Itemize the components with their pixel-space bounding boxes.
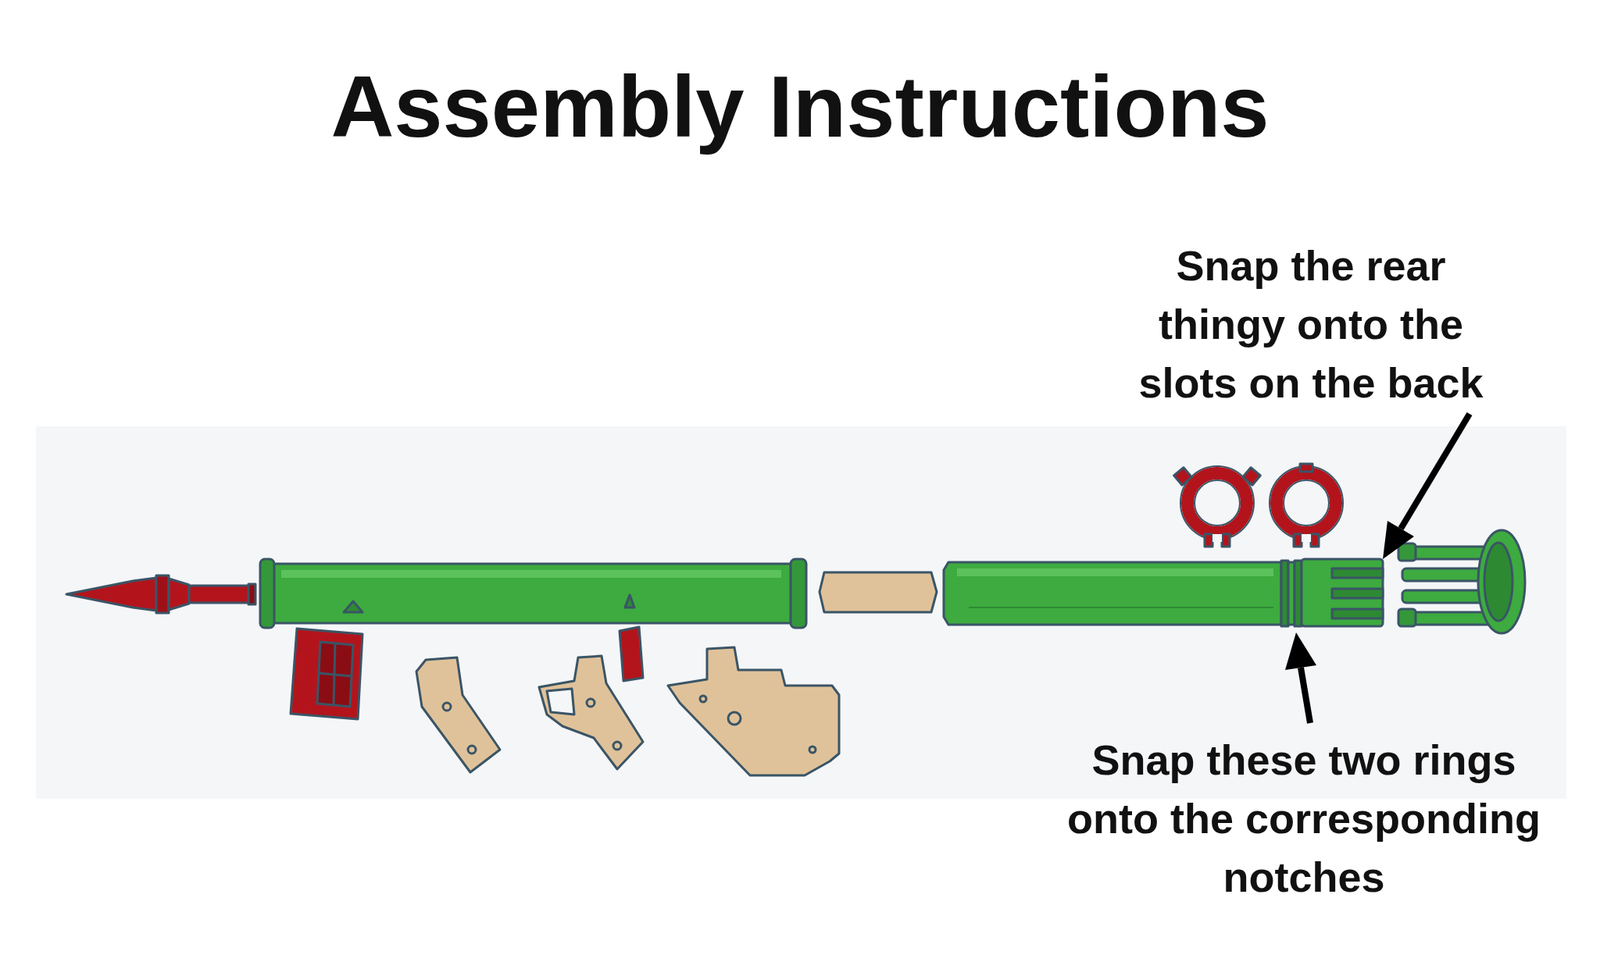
rear-cap-part <box>1478 530 1525 634</box>
warhead <box>66 575 256 614</box>
front-tube-part <box>625 595 635 608</box>
ring-right-part <box>1300 464 1313 472</box>
ring-right <box>1269 464 1343 547</box>
front-grip <box>416 657 500 773</box>
trigger-grip-part <box>613 742 622 750</box>
ring-left <box>1174 466 1261 547</box>
front-tube-part <box>790 559 807 629</box>
ring-left-part <box>1242 467 1261 486</box>
shoulder-stock-part <box>809 746 816 754</box>
rear-cap-part <box>1398 609 1416 627</box>
leader-arrow-part <box>1300 667 1311 724</box>
trigger-grip-part <box>539 656 643 770</box>
rear-tube-part <box>957 568 1274 577</box>
shoulder-stock-part <box>667 647 840 776</box>
front-grip-part <box>442 703 451 711</box>
ring-left-part <box>1221 534 1230 547</box>
ring-right-part <box>1276 473 1336 533</box>
ring-left-part <box>1204 534 1213 547</box>
shoulder-stock-part <box>728 712 741 725</box>
trigger-grip <box>539 656 643 770</box>
rear-tube <box>943 559 1383 627</box>
front-tube-part <box>260 559 275 629</box>
leader-arrow-part <box>1400 414 1470 529</box>
callout-note: Snap these two rings onto the correspond… <box>1053 731 1554 908</box>
front-grip-part <box>416 657 500 773</box>
rear-tube-part <box>1301 559 1383 627</box>
sight-block <box>290 628 363 720</box>
rear-tube-part <box>1332 589 1383 599</box>
ring-left-part <box>1187 473 1247 533</box>
warhead-part <box>248 584 256 605</box>
leader-arrow-part <box>1285 632 1317 671</box>
rear-tube-part <box>1332 609 1383 619</box>
warhead-part <box>168 578 190 611</box>
ring-right-part <box>1293 534 1302 547</box>
ring-right-part <box>1310 534 1319 547</box>
ring-left-part <box>1194 480 1240 526</box>
warhead-part <box>156 575 169 614</box>
small-red-piece <box>619 627 643 682</box>
trigger-grip-part <box>546 689 575 715</box>
rear-tube-part <box>968 607 1274 609</box>
sight-block-part <box>333 643 336 706</box>
ring-right-part <box>1301 534 1311 543</box>
leader-arrow <box>1382 414 1470 560</box>
shoulder-stock <box>667 647 840 776</box>
front-tube <box>260 559 807 629</box>
ring-left-part <box>1212 534 1222 543</box>
coupler-block-part <box>819 572 937 613</box>
rear-tube-part <box>1332 568 1383 579</box>
rear-cap <box>1398 530 1525 634</box>
front-tube-part <box>343 601 363 613</box>
ring-right-part <box>1269 466 1343 540</box>
rear-tube-part <box>943 562 1282 625</box>
trigger-grip-part <box>586 699 595 708</box>
warhead-part <box>189 585 255 604</box>
small-red-piece-part <box>619 627 643 682</box>
sight-block-part <box>317 642 354 708</box>
shoulder-stock-part <box>700 696 707 703</box>
warhead-part <box>66 578 157 611</box>
front-tube-part <box>269 564 797 624</box>
rear-cap-part <box>1484 542 1513 622</box>
page-title: Assembly Instructions <box>0 56 1600 158</box>
leader-arrow-part <box>1382 521 1415 560</box>
ring-left-part <box>1174 467 1193 486</box>
sight-block-part <box>290 628 363 720</box>
front-tube-part <box>281 570 782 579</box>
coupler-block <box>819 572 937 613</box>
leader-arrow <box>1285 632 1317 724</box>
front-grip-part <box>467 746 476 754</box>
rear-cap-part <box>1398 543 1416 561</box>
callout-note: Snap the rear thingy onto the slots on t… <box>1123 236 1499 413</box>
ring-right-part <box>1283 480 1329 526</box>
